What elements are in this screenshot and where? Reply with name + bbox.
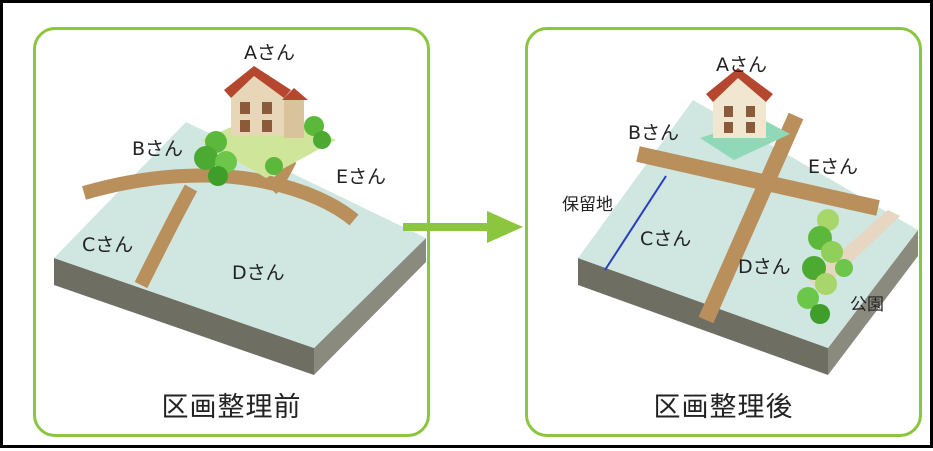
before-label-d: Dさん bbox=[232, 262, 285, 284]
before-label-a: Aさん bbox=[244, 42, 295, 64]
before-land-side-right bbox=[314, 238, 426, 375]
after-reserved-land-line bbox=[604, 175, 667, 271]
panel-before-readjustment: Aさん Bさん Cさん Dさん Eさん 区画整理前 bbox=[33, 27, 430, 437]
before-illustration bbox=[54, 66, 426, 375]
before-land-side-front bbox=[54, 258, 314, 375]
before-caption: 区画整理前 bbox=[161, 392, 302, 423]
after-park-strip bbox=[808, 210, 900, 292]
after-label-a: Aさん bbox=[716, 54, 767, 76]
after-label-e: Eさん bbox=[808, 156, 859, 178]
after-road-horizontal bbox=[636, 146, 880, 216]
after-label-b: Bさん bbox=[628, 122, 680, 144]
before-label-e: Eさん bbox=[336, 166, 387, 188]
panel-after-readjustment: Aさん Bさん Cさん Dさん Eさん 保留地 公園 区画整理後 bbox=[525, 27, 922, 437]
before-label-c: Cさん bbox=[82, 234, 134, 256]
before-road-branch bbox=[134, 184, 198, 289]
arrow-head-icon bbox=[487, 211, 523, 243]
after-park-trees bbox=[797, 209, 853, 324]
after-label-reserved-land: 保留地 bbox=[562, 195, 613, 215]
before-house-a bbox=[224, 66, 308, 138]
before-label-b: Bさん bbox=[132, 138, 184, 160]
after-land-side-right bbox=[828, 230, 918, 375]
after-plot-a bbox=[700, 118, 790, 160]
after-illustration bbox=[578, 68, 918, 375]
before-road-main bbox=[82, 168, 359, 226]
after-label-d: Dさん bbox=[738, 256, 791, 278]
after-label-c: Cさん bbox=[640, 228, 692, 250]
before-trees bbox=[194, 116, 331, 186]
after-road-vertical bbox=[698, 112, 804, 324]
after-caption: 区画整理後 bbox=[653, 392, 794, 423]
after-house-a bbox=[706, 68, 773, 138]
after-label-park: 公園 bbox=[850, 295, 884, 315]
